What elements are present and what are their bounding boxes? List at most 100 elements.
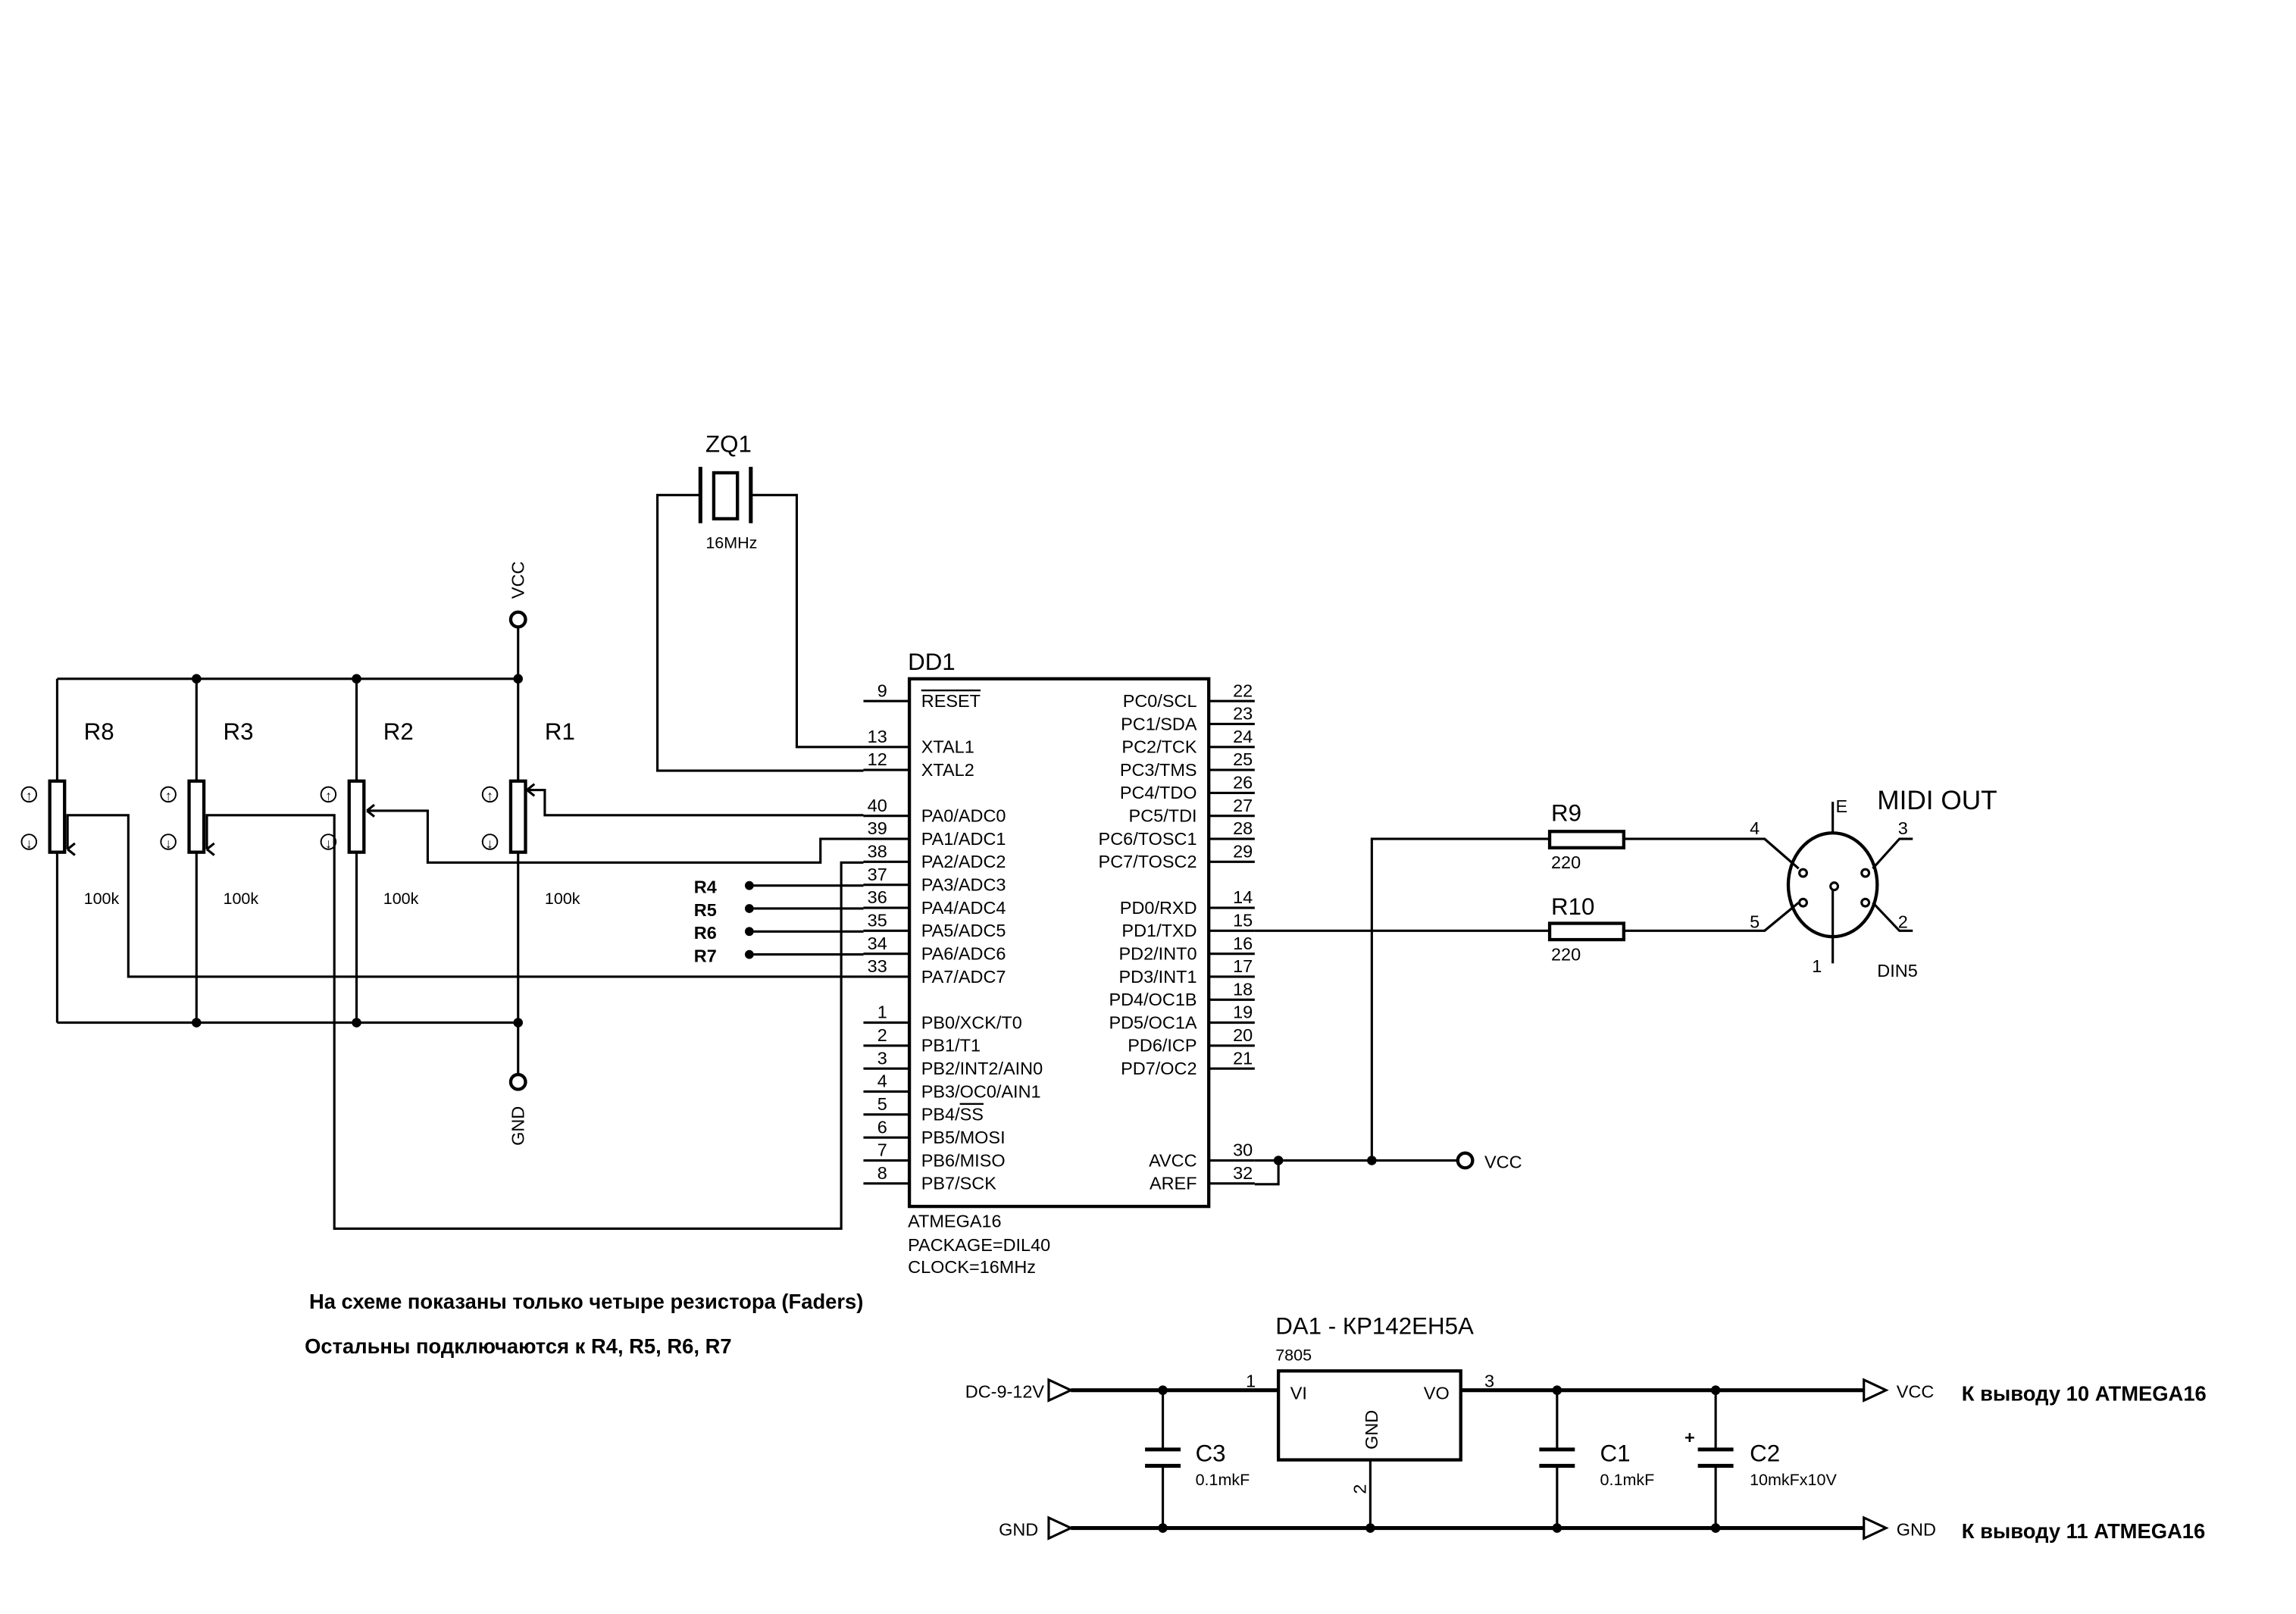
- mcu-pin-label: PC3/TMS: [1120, 760, 1197, 780]
- mcu-pin-number: 15: [1233, 910, 1253, 930]
- regulator-pin-3: 3: [1484, 1372, 1494, 1391]
- input-gnd-label: GND: [999, 1519, 1038, 1539]
- power-supply-section: DA1 - КР142ЕН5А 7805 VI VO GND 1 3 2 DC-…: [965, 1312, 2207, 1543]
- mcu-pin-label: PD4/OC1B: [1109, 990, 1196, 1009]
- fader-value: 100k: [545, 890, 580, 908]
- junction-dot: [513, 674, 523, 684]
- mcu-pin-number: 6: [877, 1117, 887, 1137]
- mcu-pin-number: 16: [1233, 934, 1253, 953]
- mcu-pin-label: PC0/SCL: [1123, 691, 1197, 711]
- wire-r8-pa7: [66, 814, 864, 978]
- junction-dot: [352, 674, 361, 684]
- arrow-down-glyph: ↓: [26, 836, 33, 851]
- fader-body: [187, 779, 206, 854]
- arrow-down-glyph: ↓: [325, 836, 332, 851]
- mcu-clock: CLOCK=16MHz: [908, 1257, 1036, 1277]
- regulator-vi: VI: [1290, 1383, 1307, 1403]
- regulator-gnd-pin: GND: [1362, 1410, 1381, 1450]
- midi-out-title: MIDI OUT: [1877, 786, 1997, 815]
- arrow-up-glyph: ↑: [486, 788, 493, 803]
- power-junctions: [1158, 1385, 1721, 1533]
- mcu-dd1: DD1 9RESET13XTAL112XTAL240PA0/ADC039PA1/…: [863, 649, 1522, 1277]
- fader-ref: R8: [84, 718, 114, 745]
- din-pin-1: 1: [1812, 956, 1822, 976]
- mcu-pin-number: 33: [868, 956, 887, 976]
- arrow-up-glyph: ↑: [26, 788, 33, 803]
- arrow-up-icon: [320, 786, 337, 803]
- fader-ref: R3: [224, 718, 254, 745]
- c3-ref: C3: [1196, 1440, 1226, 1467]
- mcu-pin-number: 20: [1233, 1025, 1253, 1045]
- arrow-down-icon: [481, 834, 499, 850]
- crystal-zq1: ZQ1 16MHz: [656, 431, 864, 772]
- c2-ref: C2: [1750, 1440, 1780, 1467]
- fader-value: 100k: [383, 890, 419, 908]
- note-line-2: Остальны подключаются к R4, R5, R6, R7: [305, 1334, 732, 1358]
- mcu-pin-number: 26: [1233, 773, 1253, 793]
- mcu-pin-label: PD7/OC2: [1121, 1059, 1196, 1078]
- mcu-pin-label: PB7/SCK: [921, 1174, 996, 1193]
- mcu-pin-label: PA7/ADC7: [921, 967, 1006, 987]
- c3-value: 0.1mkF: [1196, 1471, 1250, 1489]
- c2-value: 10mkFx10V: [1750, 1471, 1837, 1489]
- mcu-pin-number: 35: [868, 910, 887, 930]
- mcu-pin-label: XTAL2: [921, 760, 974, 780]
- mcu-pin-number: 19: [1233, 1002, 1253, 1022]
- gnd-terminal: [508, 1072, 527, 1091]
- mcu-pin-label: PA6/ADC6: [921, 943, 1006, 963]
- mcu-pin-number: 14: [1233, 887, 1253, 907]
- input-label-r6: R6: [694, 923, 717, 943]
- wire-r2-pa1: [367, 809, 864, 864]
- fader-r8: R8 100k ↑ ↓: [20, 678, 120, 1023]
- fader-ref: R2: [383, 718, 414, 745]
- mcu-pin-label: PC6/TOSC1: [1099, 829, 1197, 849]
- mcu-pin-label: PB0/XCK/T0: [921, 1012, 1022, 1032]
- mcu-pin-label: PA0/ADC0: [921, 806, 1006, 826]
- mcu-pin-label: PB6/MISO: [921, 1150, 1006, 1170]
- fader-section: VCC GND R8100k↑↓R3100k↑↓R2100k↑↓R1100k↑↓…: [20, 561, 864, 1231]
- mcu-pin-number: 17: [1233, 956, 1253, 976]
- mcu-ref: DD1: [908, 649, 956, 675]
- mcu-pin-label: PC7/TOSC2: [1099, 852, 1197, 871]
- junction-dot: [192, 674, 202, 684]
- mcu-pin-label: PC5/TDI: [1129, 806, 1197, 826]
- fader-value: 100k: [84, 890, 120, 908]
- mcu-pin-label: PD6/ICP: [1128, 1036, 1196, 1056]
- din-pin-2: 2: [1898, 912, 1908, 931]
- c1-value: 0.1mkF: [1600, 1471, 1655, 1489]
- r9-ref: R9: [1551, 800, 1581, 827]
- arrow-down-icon: [160, 834, 177, 850]
- arrow-up-icon: [160, 786, 177, 803]
- mcu-pin-label: AVCC: [1149, 1150, 1197, 1170]
- mcu-pin-label: PC2/TCK: [1121, 737, 1196, 757]
- mcu-pin-number: 34: [868, 934, 887, 953]
- fader-body: [508, 779, 527, 854]
- crystal-value: 16MHz: [705, 534, 757, 552]
- mcu-pin-label: PD2/INT0: [1119, 943, 1197, 963]
- mcu-body: [907, 677, 1211, 1209]
- mcu-pin-label: PA1/ADC1: [921, 829, 1006, 849]
- mcu-pin-number: 3: [877, 1048, 887, 1068]
- din5-pin-holes: [1798, 868, 1871, 908]
- input-label-r5: R5: [694, 900, 717, 920]
- avcc-aref-wire: [1254, 1159, 1458, 1186]
- mcu-pin-label: PD3/INT1: [1119, 967, 1197, 987]
- arrow-up-icon: [20, 786, 38, 803]
- mcu-pin-label: PA4/ADC4: [921, 898, 1006, 918]
- arrow-down-icon: [320, 834, 337, 850]
- fader-value: 100k: [224, 890, 259, 908]
- arrow-down-glyph: ↓: [486, 836, 493, 851]
- mcu-pin-number: 9: [877, 680, 887, 700]
- mcu-pin-number: 18: [1233, 979, 1253, 999]
- r9-value: 220: [1551, 852, 1581, 872]
- output-vcc-label: VCC: [1897, 1381, 1935, 1401]
- arrow-up-glyph: ↑: [165, 788, 172, 803]
- output-gnd-label: GND: [1897, 1519, 1936, 1539]
- mcu-pin-number: 21: [1233, 1048, 1253, 1068]
- mcu-pin-label: PC4/TDO: [1120, 783, 1197, 802]
- din-pin-e: E: [1836, 796, 1848, 816]
- regulator-pin-2: 2: [1350, 1484, 1370, 1494]
